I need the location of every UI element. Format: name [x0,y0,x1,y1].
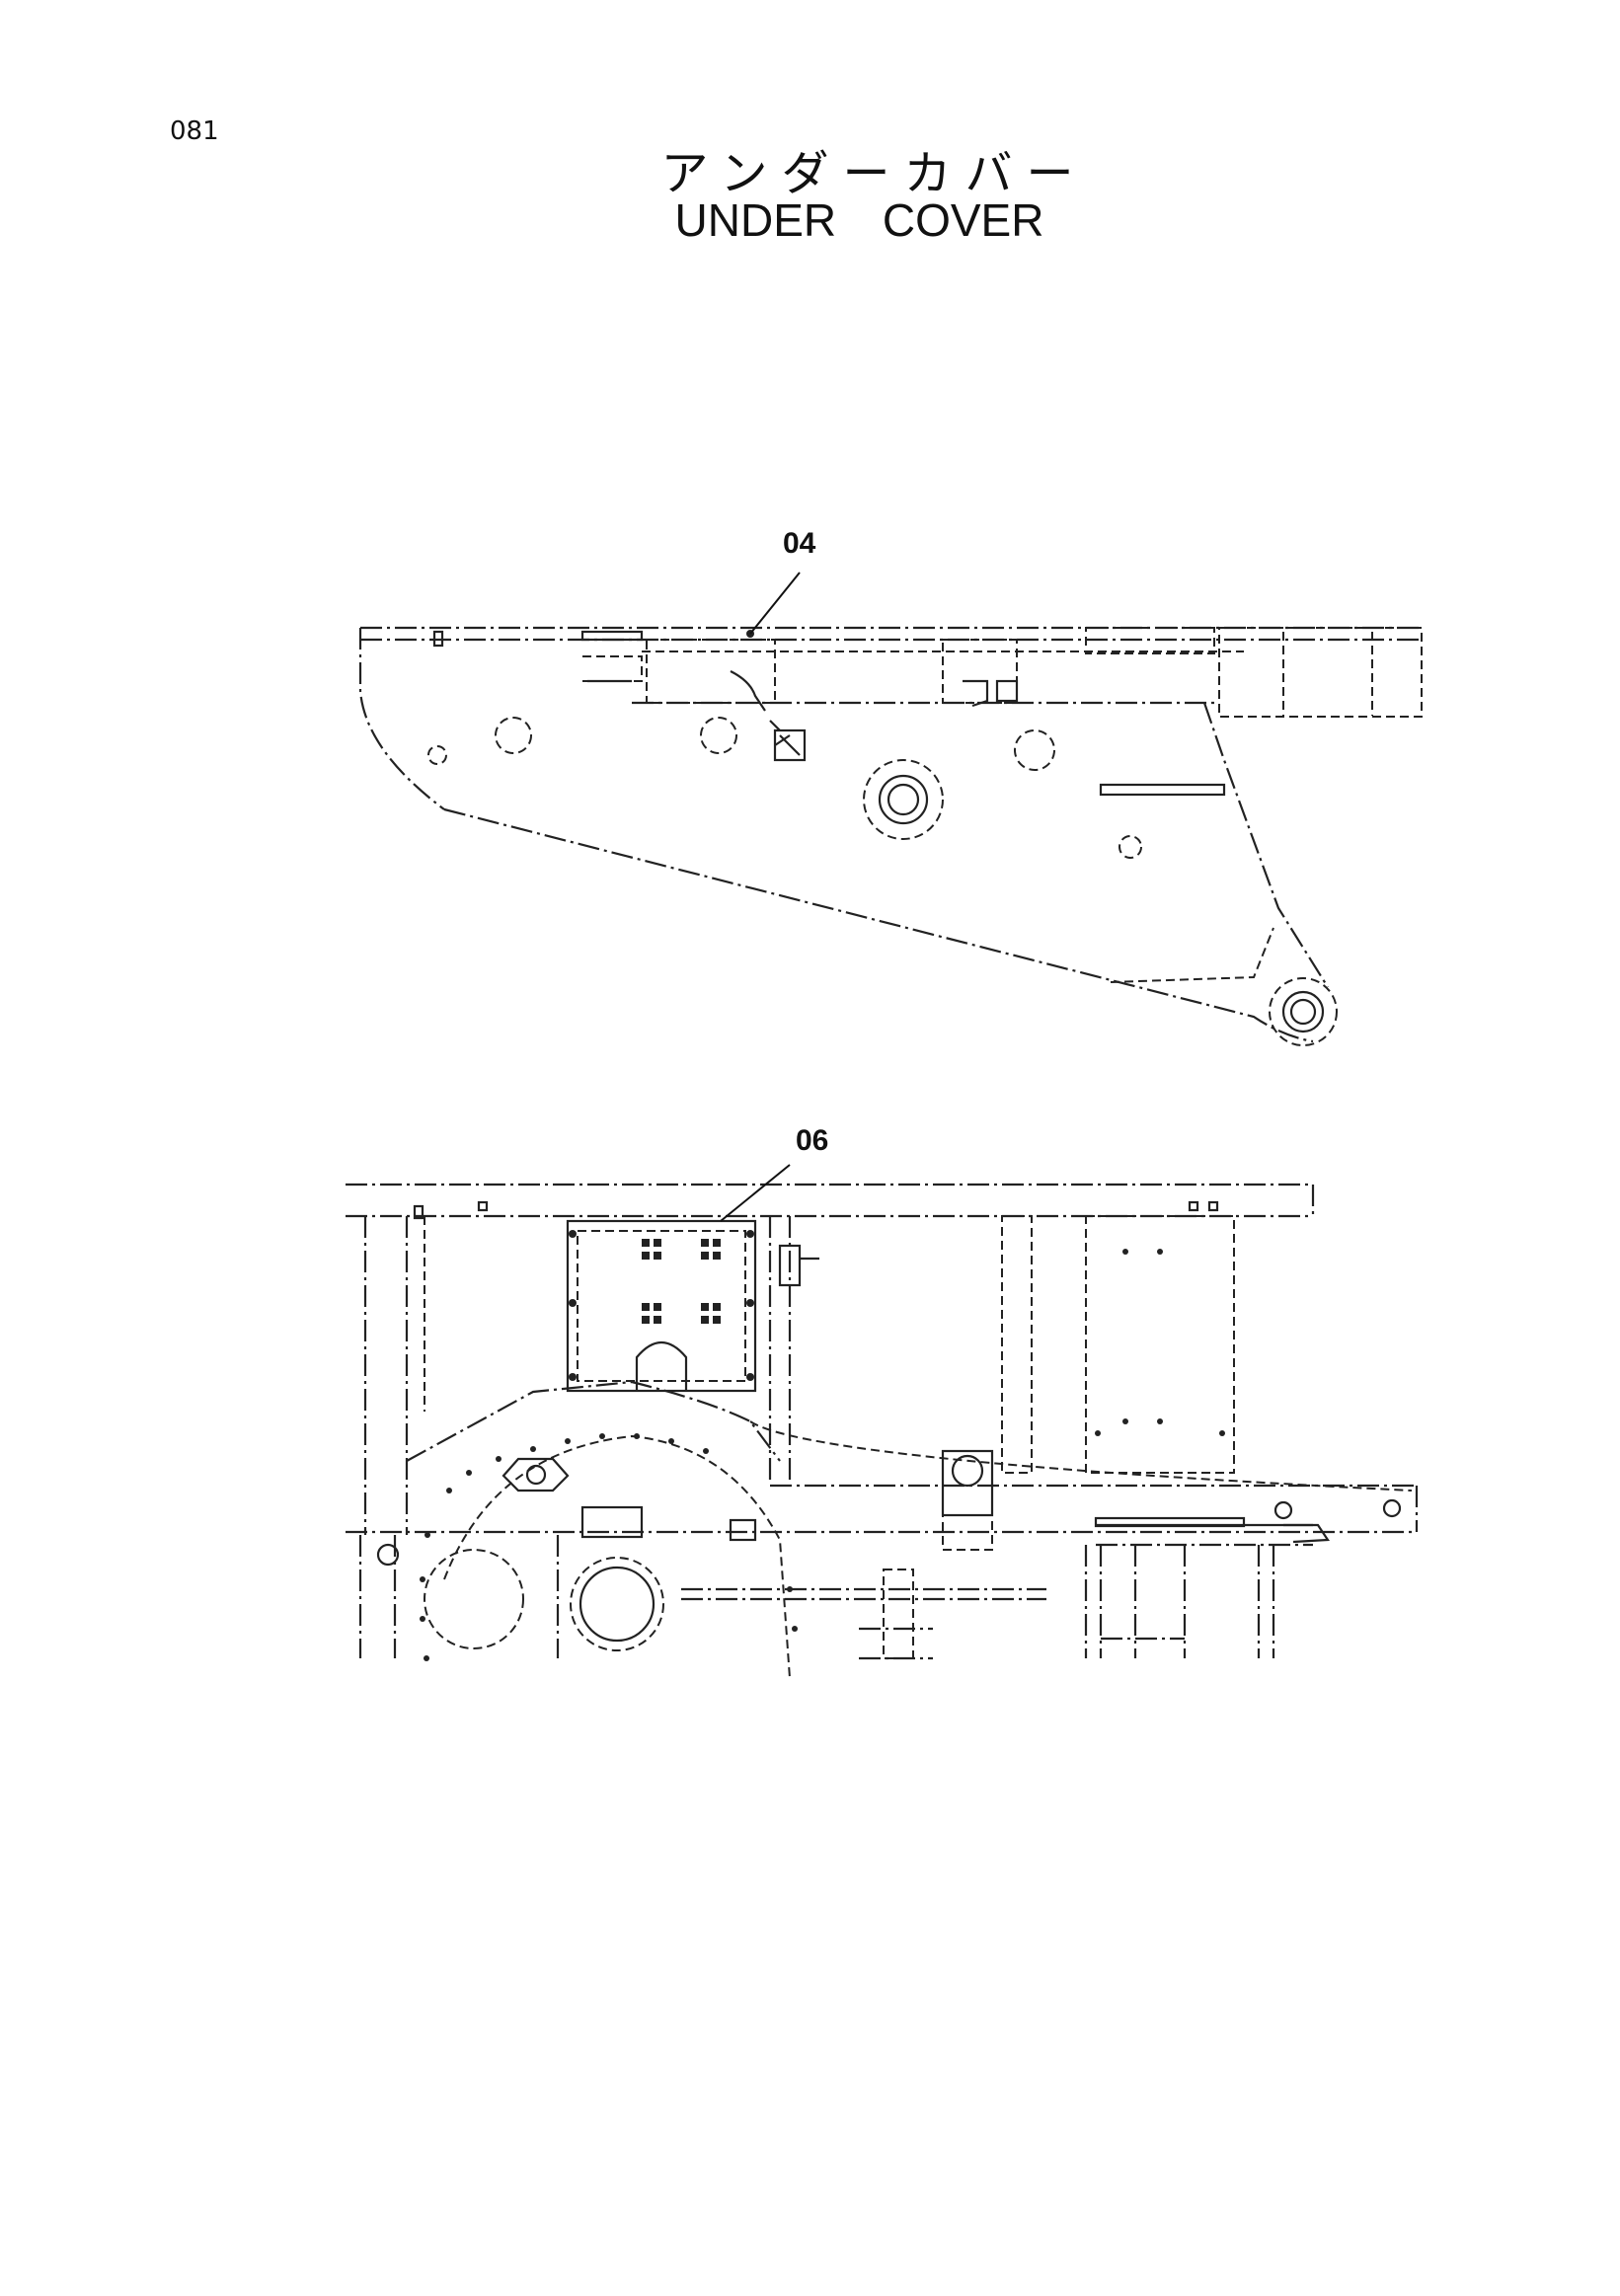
upper-frame-drawing: 04 [358,527,1423,1046]
callout-04-label: 04 [783,527,816,560]
callout-06-label: 06 [796,1124,828,1157]
title-english: UNDER COVER [674,194,1044,246]
page-number: 081 [170,116,219,146]
title-japanese: アンダーカバー [660,146,1088,201]
callout-06-leader [720,1164,791,1222]
lower-frame-drawing: 06 [346,1124,1419,1679]
callout-04-leader [749,572,801,635]
